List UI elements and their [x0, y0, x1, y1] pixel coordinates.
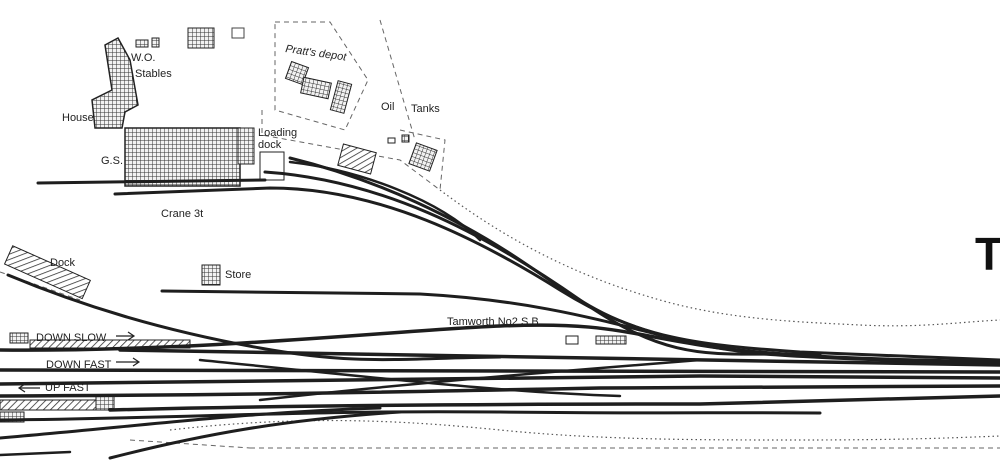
- label-down-fast: DOWN FAST: [46, 359, 112, 371]
- down-slow-platform: [9, 332, 29, 344]
- oil-tank-small-1: [387, 137, 396, 144]
- label-pratts-depot: Pratt's depot: [285, 43, 348, 64]
- arrow-right-icon: [116, 357, 141, 367]
- wo-small-building: [151, 37, 160, 48]
- signal-box-small: [565, 335, 579, 345]
- up-platform-end: [95, 395, 115, 411]
- arrow-left-icon: [17, 383, 40, 393]
- arrow-right-icon: [116, 331, 136, 341]
- goods-shed: [124, 127, 241, 187]
- signal-box: [595, 335, 627, 345]
- oil-tank-small-2: [401, 134, 410, 143]
- pratts-tank-2: [300, 76, 332, 100]
- up-platform: [0, 399, 101, 411]
- dock-platform: [3, 245, 92, 300]
- map-labels: W.O. Stables House G.S. Loading dock Pra…: [36, 43, 1000, 394]
- label-stables: Stables: [135, 68, 172, 80]
- store-building: [201, 264, 221, 286]
- label-up-fast: UP FAST: [45, 382, 91, 394]
- label-dock: Dock: [50, 257, 76, 269]
- label-signal-box: Tamworth No2 S.B.: [447, 316, 542, 328]
- top-building: [187, 27, 215, 49]
- label-gs: G.S.: [101, 155, 123, 167]
- pratts-tank-3: [329, 80, 353, 114]
- loading-dock-platform: [259, 151, 285, 181]
- pratts-tank-1: [284, 60, 310, 86]
- label-edge-letter: T: [975, 228, 1000, 280]
- goods-shed-annex: [237, 127, 255, 165]
- boundary-lines: [0, 19, 1000, 449]
- label-crane: Crane 3t: [161, 208, 203, 220]
- label-tanks: Tanks: [411, 103, 440, 115]
- label-dock-small: dock: [258, 139, 282, 151]
- label-down-slow: DOWN SLOW: [36, 332, 107, 344]
- label-oil: Oil: [381, 101, 394, 113]
- depot-shed: [337, 143, 377, 175]
- label-house: House: [62, 112, 94, 124]
- tracks: [0, 156, 1000, 460]
- top-outline-building: [231, 27, 245, 39]
- buildings: [0, 27, 627, 423]
- direction-arrows: [17, 331, 141, 393]
- oil-tanks-group: [408, 142, 438, 172]
- wo-building: [135, 39, 149, 48]
- house-stables-building: [91, 36, 139, 129]
- label-store: Store: [225, 269, 251, 281]
- label-wo: W.O.: [131, 52, 155, 64]
- up-platform-block: [0, 411, 25, 423]
- label-loading: Loading: [258, 127, 297, 139]
